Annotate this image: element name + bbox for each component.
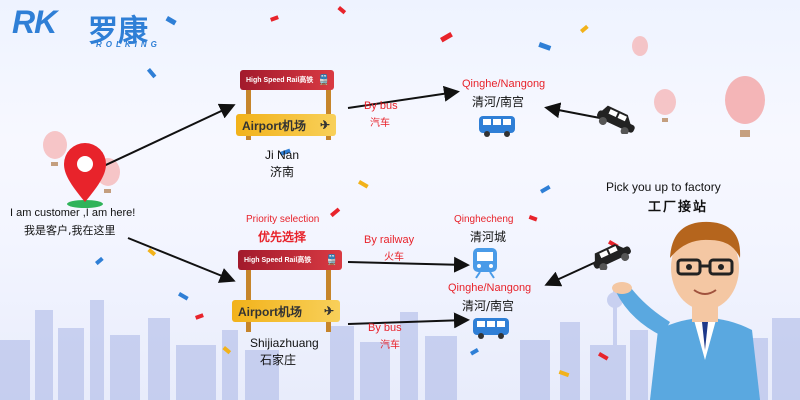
logo-letters: RK: [12, 4, 57, 40]
route-railway-cn: 火车: [384, 252, 404, 263]
dest-qinghecheng-cn: 清河城: [470, 230, 507, 244]
dest-qinghe-bottom-cn: 清河/南宫: [462, 299, 515, 313]
sign-airport-jinan: Airport机场 ✈: [236, 114, 336, 136]
train-icon: 🚆: [325, 254, 338, 266]
signpost-pole: [326, 76, 331, 140]
city-jinan-cn: 济南: [270, 165, 295, 179]
sign-text: Airport机场: [238, 304, 302, 319]
dest-qinghe-top-en: Qinghe/Nangong: [462, 78, 546, 90]
priority-label-cn: 优先选择: [258, 230, 307, 244]
airplane-icon: ✈: [323, 304, 334, 318]
route-railway-en: By railway: [364, 234, 415, 246]
route-bus-top-cn: 汽车: [370, 118, 390, 129]
logo-chinese: 罗康: [88, 14, 148, 49]
dest-qinghe-top-cn: 清河/南宫: [472, 95, 525, 109]
bus-icon: [479, 116, 515, 137]
sign-airport-shijiazhuang: Airport机场 ✈: [232, 300, 340, 322]
arrow-railway-to-qinghecheng: [347, 256, 470, 273]
city-skyline: [0, 285, 800, 400]
logo-subtitle: ROLKING: [96, 40, 161, 49]
priority-label-en: Priority selection: [246, 214, 320, 225]
arrow-start-to-shijiazhuang: [127, 237, 236, 283]
route-bus-bottom-en: By bus: [368, 322, 402, 334]
arrow-bus-to-qinghe-bottom: [347, 312, 470, 329]
signpost-pole: [246, 254, 251, 332]
pickup-label-en: Pick you up to factory: [606, 180, 721, 194]
start-label-en: I am customer ,I am here!: [10, 207, 136, 219]
sign-text: High Speed Rail高铁: [246, 77, 314, 84]
signpost-pole: [326, 254, 331, 332]
pickup-label-cn: 工厂接站: [648, 200, 709, 215]
start-label-cn: 我是客户,我在这里: [24, 224, 116, 237]
sign-text: High Speed Rail高铁: [244, 257, 312, 264]
businessman-illustration: [612, 221, 760, 400]
arrow-car-to-qinghe-top: [544, 102, 601, 119]
airplane-icon: ✈: [319, 118, 330, 132]
dest-qinghe-bottom-en: Qinghe/Nangong: [448, 282, 532, 294]
car-icon: [597, 105, 635, 134]
confetti: [95, 6, 619, 378]
sign-high-speed-rail-jinan: High Speed Rail高铁 🚆: [240, 70, 334, 90]
route-bus-top-en: By bus: [364, 100, 398, 112]
train-icon: 🚆: [317, 74, 330, 86]
arrow-car-to-qinghe-bottom: [544, 261, 597, 287]
signpost-pole: [246, 76, 251, 140]
sign-high-speed-rail-shijiazhuang: High Speed Rail高铁 🚆: [238, 250, 342, 270]
bus-icon: [473, 318, 509, 339]
sign-text: Airport机场: [242, 118, 306, 133]
car-icon: [593, 244, 631, 270]
train-icon: [473, 248, 497, 279]
city-shijiazhuang-en: Shijiazhuang: [250, 336, 319, 350]
route-bus-bottom-cn: 汽车: [380, 340, 400, 351]
city-jinan-en: Ji Nan: [265, 148, 300, 162]
dest-qinghecheng-en: Qinghecheng: [454, 214, 514, 225]
city-shijiazhuang-cn: 石家庄: [260, 353, 297, 367]
arrow-jinan-to-qinghe: [347, 85, 460, 109]
map-pin-icon: [64, 143, 106, 208]
